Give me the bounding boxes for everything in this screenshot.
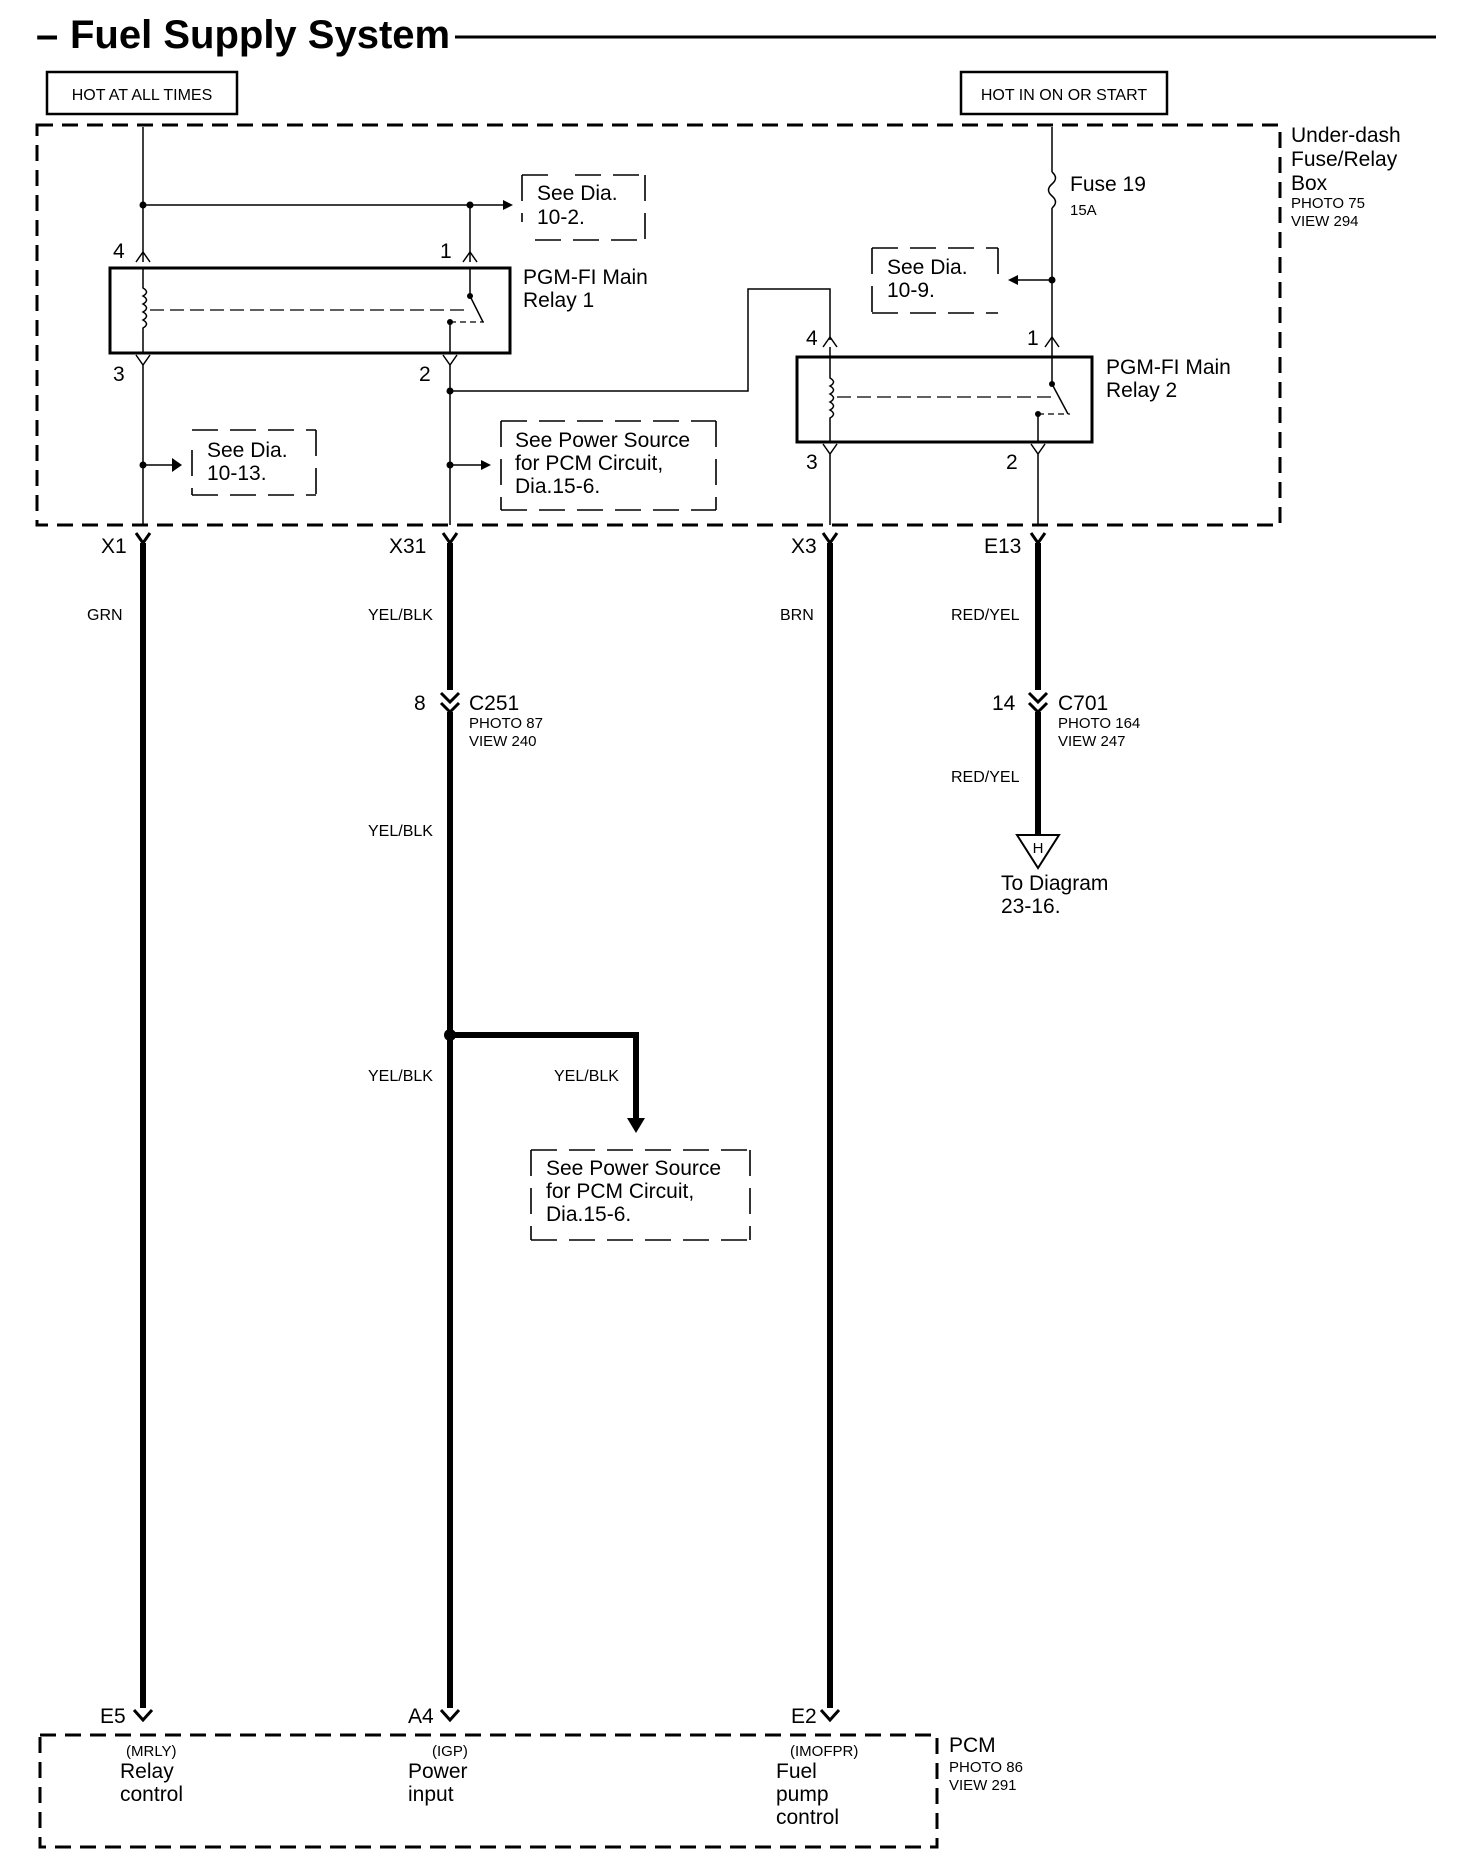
c251-pin: 8 bbox=[414, 692, 426, 715]
relay2-name-line1: PGM-FI Main bbox=[1106, 356, 1231, 379]
pcm-desc-a4-line1: Power bbox=[408, 1760, 468, 1783]
terminal-e13: E13 bbox=[984, 535, 1021, 558]
pcm-terminal-e5: E5 bbox=[100, 1705, 126, 1728]
wire-color-e13-a: RED/YEL bbox=[951, 607, 1020, 624]
fuse-19-symbol bbox=[1047, 171, 1057, 209]
wire-color-x1: GRN bbox=[87, 607, 123, 624]
pcm-power-input: (IGP) Power input bbox=[408, 1743, 468, 1806]
wire-color-x31-b: YEL/BLK bbox=[368, 823, 433, 840]
hot-at-all-times-box: HOT AT ALL TIMES bbox=[45, 70, 239, 116]
offpage-letter: H bbox=[1033, 840, 1044, 857]
ref-dia-10-13-line2: 10-13. bbox=[207, 462, 267, 485]
ref-power-source-1-line2: for PCM Circuit, bbox=[515, 452, 663, 475]
relay1-pin-4: 4 bbox=[113, 240, 125, 263]
hot-in-on-or-start-label: HOT IN ON OR START bbox=[981, 87, 1147, 104]
relay2-pin-1: 1 bbox=[1027, 327, 1039, 350]
wire-color-branch: YEL/BLK bbox=[554, 1068, 619, 1085]
pcm-code-imofpr: (IMOFPR) bbox=[790, 1743, 858, 1760]
relay2-switch bbox=[1051, 383, 1069, 415]
pcm-desc-e2-line1: Fuel bbox=[776, 1760, 817, 1783]
pcm-terminal-e2: E2 bbox=[791, 1705, 817, 1728]
fuse-rating: 15A bbox=[1070, 202, 1097, 219]
hot-in-on-or-start-box: HOT IN ON OR START bbox=[959, 70, 1169, 116]
ref-power-source-pcm-1[interactable]: See Power Source for PCM Circuit, Dia.15… bbox=[500, 420, 717, 511]
terminal-x1: X1 bbox=[101, 535, 127, 558]
relay2-coil bbox=[828, 357, 835, 442]
ref-see-dia-10-13[interactable]: See Dia. 10-13. bbox=[191, 429, 317, 496]
ref-see-dia-10-2[interactable]: See Dia. 10-2. bbox=[521, 174, 646, 241]
page-title: Fuel Supply System bbox=[70, 13, 450, 57]
offpage-connector-h[interactable]: H To Diagram 23-16. bbox=[1001, 834, 1108, 918]
c701-name: C701 bbox=[1058, 692, 1108, 715]
wire-color-x31-a: YEL/BLK bbox=[368, 607, 433, 624]
wire-color-e13-b: RED/YEL bbox=[951, 769, 1020, 786]
relay1-name-line2: Relay 1 bbox=[523, 289, 594, 312]
terminal-x3: X3 bbox=[791, 535, 817, 558]
ref-power-source-2-line2: for PCM Circuit, bbox=[546, 1180, 694, 1203]
under-dash-fuse-relay-box-outline bbox=[35, 123, 1282, 527]
fuse-box-name-line2: Fuse/Relay bbox=[1291, 148, 1398, 171]
c251-view: VIEW 240 bbox=[469, 733, 537, 750]
ref-power-source-1-line1: See Power Source bbox=[515, 429, 690, 452]
ref-see-dia-10-9[interactable]: See Dia. 10-9. bbox=[871, 247, 999, 314]
ref-power-source-2-line3: Dia.15-6. bbox=[546, 1203, 631, 1226]
fuse-name: Fuse 19 bbox=[1070, 173, 1146, 196]
relay2-pin-4: 4 bbox=[806, 327, 818, 350]
fuse-box-name-line3: Box bbox=[1291, 172, 1328, 195]
pcm-desc-e2-line3: control bbox=[776, 1806, 839, 1829]
relay2-name-line2: Relay 2 bbox=[1106, 379, 1177, 402]
pgm-fi-main-relay-2: PGM-FI Main Relay 2 bbox=[795, 347, 1231, 444]
relay2-pin-2: 2 bbox=[1006, 451, 1018, 474]
wire-color-x31-c: YEL/BLK bbox=[368, 1068, 433, 1085]
wire-color-x3: BRN bbox=[780, 607, 814, 624]
fuse-box-view: VIEW 294 bbox=[1291, 213, 1359, 230]
pcm-desc-e5-line1: Relay bbox=[120, 1760, 174, 1783]
pcm-fuel-pump-control: (IMOFPR) Fuel pump control bbox=[776, 1743, 858, 1829]
relay2-pin-3: 3 bbox=[806, 451, 818, 474]
c251-name: C251 bbox=[469, 692, 519, 715]
pcm-desc-a4-line2: input bbox=[408, 1783, 454, 1806]
ref-power-source-1-line3: Dia.15-6. bbox=[515, 475, 600, 498]
title-dash: – bbox=[36, 13, 58, 57]
offpage-text-line1: To Diagram bbox=[1001, 872, 1108, 895]
relay1-coil bbox=[141, 268, 148, 353]
relay1-pin-3: 3 bbox=[113, 363, 125, 386]
fuse-box-label: Under-dash Fuse/Relay Box PHOTO 75 VIEW … bbox=[1291, 124, 1401, 230]
connector-c251: 8 C251 PHOTO 87 VIEW 240 bbox=[414, 691, 543, 750]
hot-at-all-times-label: HOT AT ALL TIMES bbox=[72, 87, 213, 104]
c701-pin: 14 bbox=[992, 692, 1016, 715]
pcm-name: PCM bbox=[949, 1734, 996, 1757]
offpage-text-line2: 23-16. bbox=[1001, 895, 1061, 918]
ref-dia-10-2-line1: See Dia. bbox=[537, 182, 618, 205]
c251-photo: PHOTO 87 bbox=[469, 715, 543, 732]
pcm-code-igp: (IGP) bbox=[432, 1743, 468, 1760]
ref-dia-10-9-line2: 10-9. bbox=[887, 279, 935, 302]
pcm-box-outline bbox=[38, 1733, 939, 1849]
pcm-code-mrly: (MRLY) bbox=[126, 1743, 177, 1760]
ref-dia-10-13-line1: See Dia. bbox=[207, 439, 288, 462]
pgm-fi-main-relay-1: PGM-FI Main Relay 1 bbox=[108, 266, 648, 355]
ref-dia-10-2-line2: 10-2. bbox=[537, 206, 585, 229]
connector-c701: 14 C701 PHOTO 164 VIEW 247 bbox=[992, 691, 1140, 750]
ref-power-source-pcm-2[interactable]: See Power Source for PCM Circuit, Dia.15… bbox=[530, 1149, 751, 1241]
c701-photo: PHOTO 164 bbox=[1058, 715, 1140, 732]
pcm-relay-control: (MRLY) Relay control bbox=[120, 1743, 183, 1806]
pcm-desc-e2-line2: pump bbox=[776, 1783, 829, 1806]
fuse-box-photo: PHOTO 75 bbox=[1291, 195, 1365, 212]
relay1-switch bbox=[469, 295, 484, 323]
relay1-pin-2: 2 bbox=[419, 363, 431, 386]
pcm-desc-e5-line2: control bbox=[120, 1783, 183, 1806]
relay1-pin-1: 1 bbox=[440, 240, 452, 263]
ref-power-source-2-line1: See Power Source bbox=[546, 1157, 721, 1180]
c701-view: VIEW 247 bbox=[1058, 733, 1126, 750]
relay1-name-line1: PGM-FI Main bbox=[523, 266, 648, 289]
pcm-terminal-a4: A4 bbox=[408, 1705, 434, 1728]
pcm-view: VIEW 291 bbox=[949, 1777, 1017, 1794]
fuse-box-name-line1: Under-dash bbox=[1291, 124, 1401, 147]
terminal-x31: X31 bbox=[389, 535, 426, 558]
ref-dia-10-9-line1: See Dia. bbox=[887, 256, 968, 279]
pcm-photo: PHOTO 86 bbox=[949, 1759, 1023, 1776]
pcm-label: PCM PHOTO 86 VIEW 291 bbox=[949, 1734, 1023, 1794]
